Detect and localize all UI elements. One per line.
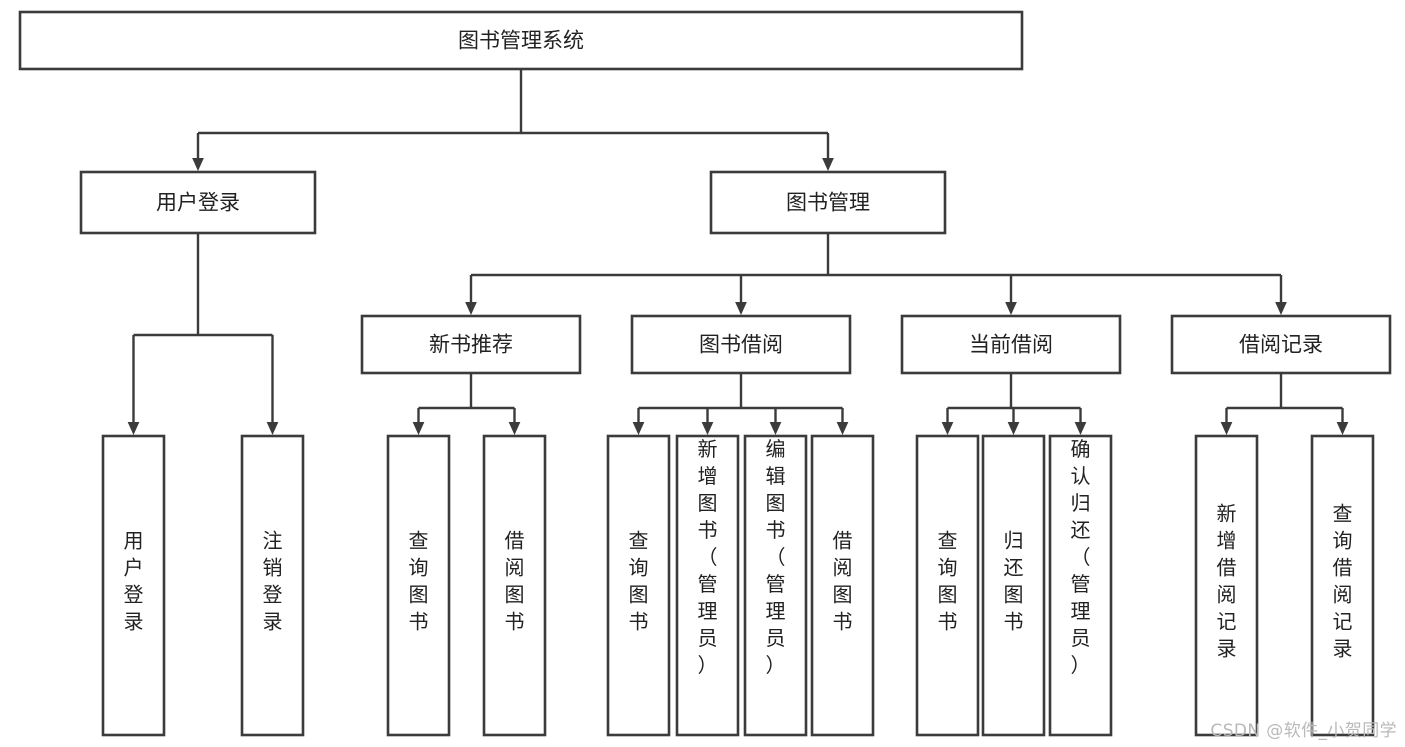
node-layer: 图书管理系统用户登录图书管理用户登录注销登录新书推荐查询图书借阅图书图书借阅查询… [18,10,1392,737]
node-box [386,434,451,737]
arrow-head-icon [822,158,834,171]
node-label: 用户登录 [156,191,240,215]
node-book-borrow[interactable]: 图书借阅 [630,314,852,375]
node-query-book-2[interactable]: 查询图书 [606,434,671,737]
node-box [240,434,305,737]
node-box [1048,434,1113,737]
node-label: 借阅图书 [833,529,853,634]
node-new-book-recommend[interactable]: 新书推荐 [360,314,582,375]
node-label: 确认归还（管理员） [1071,437,1091,677]
node-book-management[interactable]: 图书管理 [709,170,947,235]
node-box [79,170,317,235]
node-borrow-book-1[interactable]: 借阅图书 [482,434,547,737]
node-box [606,434,671,737]
node-box [630,314,852,375]
node-box [900,314,1122,375]
node-query-book-1[interactable]: 查询图书 [386,434,451,737]
arrow-head-icon [632,422,645,435]
node-label: 当前借阅 [969,333,1053,357]
node-box [981,434,1046,737]
node-label: 新增借阅记录 [1217,502,1237,661]
node-return-book[interactable]: 归还图书 [981,434,1046,737]
node-label: 查询图书 [409,529,429,634]
node-user-login[interactable]: 用户登录 [79,170,317,235]
csdn-watermark: CSDN @软件_小贺同学 [1210,721,1397,741]
node-label: 编辑图书（管理员） [766,437,786,677]
node-label: 图书管理系统 [458,29,584,53]
arrow-head-icon [735,302,747,315]
node-label: 注销登录 [263,529,283,634]
node-label: 图书借阅 [699,333,783,357]
node-add-borrow-record[interactable]: 新增借阅记录 [1194,434,1259,737]
node-label: 借阅图书 [505,529,525,634]
arrow-head-icon [836,422,849,435]
connector-layer [127,69,1349,435]
node-label: 查询图书 [938,529,958,634]
node-label: 借阅记录 [1239,333,1323,357]
node-box [810,434,875,737]
arrow-head-icon [1007,422,1020,435]
node-box [360,314,582,375]
arrow-head-icon [508,422,521,435]
node-box [18,10,1024,71]
node-confirm-return-admin[interactable]: 确认归还（管理员） [1048,434,1113,737]
arrow-head-icon [1220,422,1233,435]
node-box [1310,434,1375,737]
arrow-head-icon [465,302,477,315]
node-box [675,434,740,737]
arrow-head-icon [1275,302,1287,315]
arrow-head-icon [412,422,425,435]
node-box [1194,434,1259,737]
node-label: 查询借阅记录 [1333,502,1353,661]
arrow-head-icon [1005,302,1017,315]
node-box [709,170,947,235]
arrow-head-icon [127,422,140,435]
arrow-head-icon [266,422,279,435]
arrow-head-icon [1336,422,1349,435]
arrow-head-icon [941,422,954,435]
node-add-book-admin[interactable]: 新增图书（管理员） [675,434,740,737]
node-root[interactable]: 图书管理系统 [18,10,1024,71]
node-box [1170,314,1392,375]
node-borrow-book-2[interactable]: 借阅图书 [810,434,875,737]
arrow-head-icon [769,422,782,435]
node-query-borrow-record[interactable]: 查询借阅记录 [1310,434,1375,737]
node-user-login-leaf[interactable]: 用户登录 [101,434,166,737]
node-box [915,434,980,737]
arrow-head-icon [1074,422,1087,435]
node-label: 查询图书 [629,529,649,634]
node-box [101,434,166,737]
node-query-book-3[interactable]: 查询图书 [915,434,980,737]
arrow-head-icon [192,158,204,171]
node-current-borrow[interactable]: 当前借阅 [900,314,1122,375]
node-user-logout-leaf[interactable]: 注销登录 [240,434,305,737]
node-box [743,434,808,737]
arrow-head-icon [701,422,714,435]
node-box [482,434,547,737]
node-borrow-record[interactable]: 借阅记录 [1170,314,1392,375]
node-edit-book-admin[interactable]: 编辑图书（管理员） [743,434,808,737]
node-label: 新增图书（管理员） [698,437,718,677]
node-label: 用户登录 [124,529,144,634]
node-label: 新书推荐 [429,333,513,357]
node-label: 归还图书 [1004,529,1024,634]
node-label: 图书管理 [786,191,870,215]
